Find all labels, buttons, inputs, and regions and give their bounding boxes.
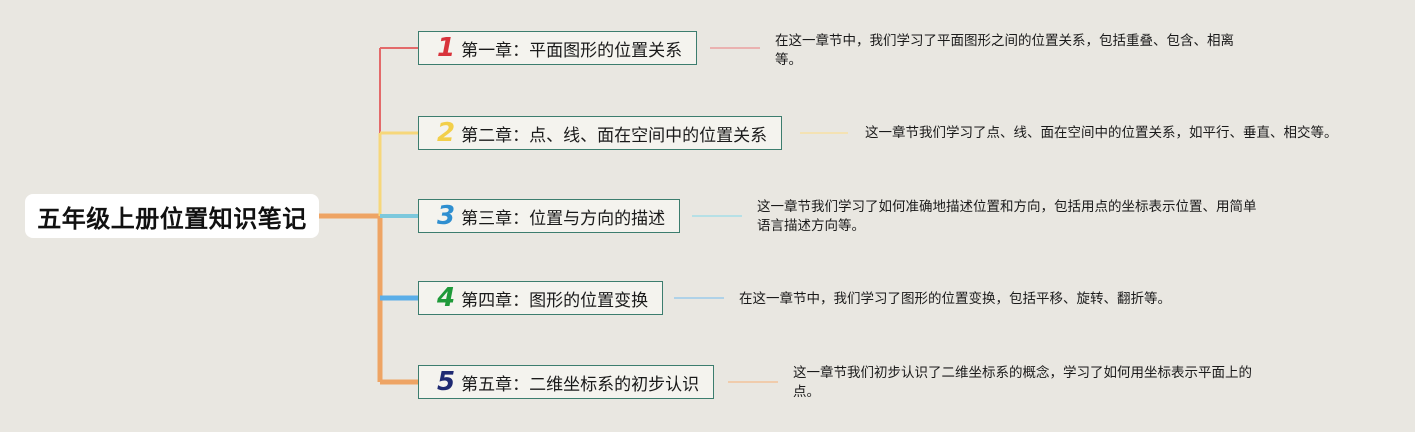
chapter-description-4: 在这一章节中，我们学习了图形的位置变换，包括平移、旋转、翻折等。 xyxy=(739,291,1171,307)
chapter-label-1: 第一章：平面图形的位置关系 xyxy=(461,40,683,61)
chapter-number-1: 1 xyxy=(437,33,456,63)
chapter-label-5: 第五章：二维坐标系的初步认识 xyxy=(461,374,700,395)
chapter-node-4[interactable]: 4 第四章：图形的位置变换 xyxy=(418,281,664,315)
chapter-number-2: 2 xyxy=(437,118,456,148)
chapter-number-3: 3 xyxy=(437,201,456,231)
chapter-node-5[interactable]: 5 第五章：二维坐标系的初步认识 xyxy=(418,365,715,399)
root-node[interactable]: 五年级上册位置知识笔记 xyxy=(25,194,319,238)
chapter-number-4: 4 xyxy=(437,283,456,313)
chapter-description-5: 这一章节我们初步认识了二维坐标系的概念，学习了如何用坐标表示平面上的点。 xyxy=(793,365,1252,400)
chapter-number-5: 5 xyxy=(437,367,456,397)
chapter-label-3: 第三章：位置与方向的描述 xyxy=(461,208,666,229)
chapter-node-3[interactable]: 3 第三章：位置与方向的描述 xyxy=(418,199,681,233)
chapter-label-2: 第二章：点、线、面在空间中的位置关系 xyxy=(461,125,768,146)
chapter-description-3: 这一章节我们学习了如何准确地描述位置和方向，包括用点的坐标表示位置、用简单语言描… xyxy=(757,199,1257,234)
chapter-node-1[interactable]: 1 第一章：平面图形的位置关系 xyxy=(418,31,698,65)
chapter-description-1: 在这一章节中，我们学习了平面图形之间的位置关系，包括重叠、包含、相离等。 xyxy=(775,33,1234,68)
root-title: 五年级上册位置知识笔记 xyxy=(37,204,307,233)
chapter-node-2[interactable]: 2 第二章：点、线、面在空间中的位置关系 xyxy=(418,116,783,150)
chapter-description-2: 这一章节我们学习了点、线、面在空间中的位置关系，如平行、垂直、相交等。 xyxy=(865,125,1338,141)
chapter-label-4: 第四章：图形的位置变换 xyxy=(461,290,649,311)
